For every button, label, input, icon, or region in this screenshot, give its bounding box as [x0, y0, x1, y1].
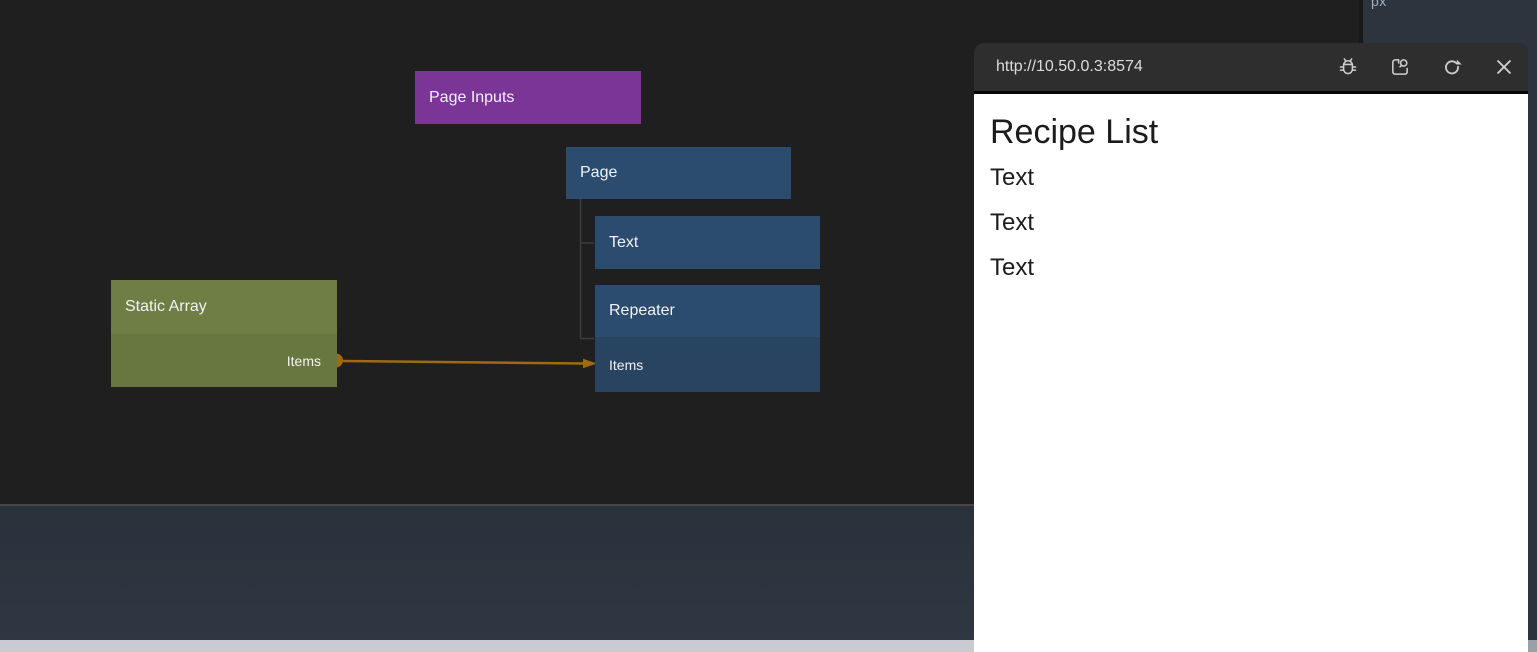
node-page-inputs[interactable]: Page Inputs: [415, 71, 641, 124]
repeated-text-item: Text: [990, 164, 1035, 191]
debug-icon[interactable]: [1337, 56, 1359, 78]
node-text[interactable]: Text: [595, 216, 820, 269]
node-title: Page: [580, 164, 618, 181]
clipped-code-text: px: [1371, 0, 1387, 9]
tree-connector-lines: [579, 199, 594, 340]
node-input-items[interactable]: Items: [595, 337, 820, 392]
node-title: Static Array: [111, 280, 337, 334]
node-title: Repeater: [595, 285, 820, 337]
node-title: Page Inputs: [429, 88, 515, 106]
node-repeater[interactable]: Repeater Items: [595, 285, 820, 392]
refresh-icon[interactable]: [1441, 56, 1463, 78]
toolbar-icons: [1337, 56, 1528, 78]
scrollbar-corner: [1528, 640, 1537, 652]
repeated-text-item: Text: [990, 254, 1035, 281]
address-bar[interactable]: http://10.50.0.3:8574: [996, 58, 1143, 75]
close-icon[interactable]: [1493, 56, 1515, 78]
node-page[interactable]: Page: [566, 147, 791, 199]
data-binding-arrow: [329, 353, 597, 369]
node-output-items[interactable]: Items: [111, 334, 337, 387]
preview-toolbar: http://10.50.0.3:8574: [974, 43, 1528, 94]
node-title: Text: [609, 233, 639, 251]
page-heading: Recipe List: [990, 113, 1159, 151]
node-static-array[interactable]: Static Array Items: [111, 280, 337, 387]
repeated-text-item: Text: [990, 209, 1035, 236]
inspect-preview-icon[interactable]: [1389, 56, 1411, 78]
preview-page-content: Recipe List Text Text Text: [974, 94, 1528, 652]
browser-preview-window: http://10.50.0.3:8574: [974, 43, 1528, 652]
